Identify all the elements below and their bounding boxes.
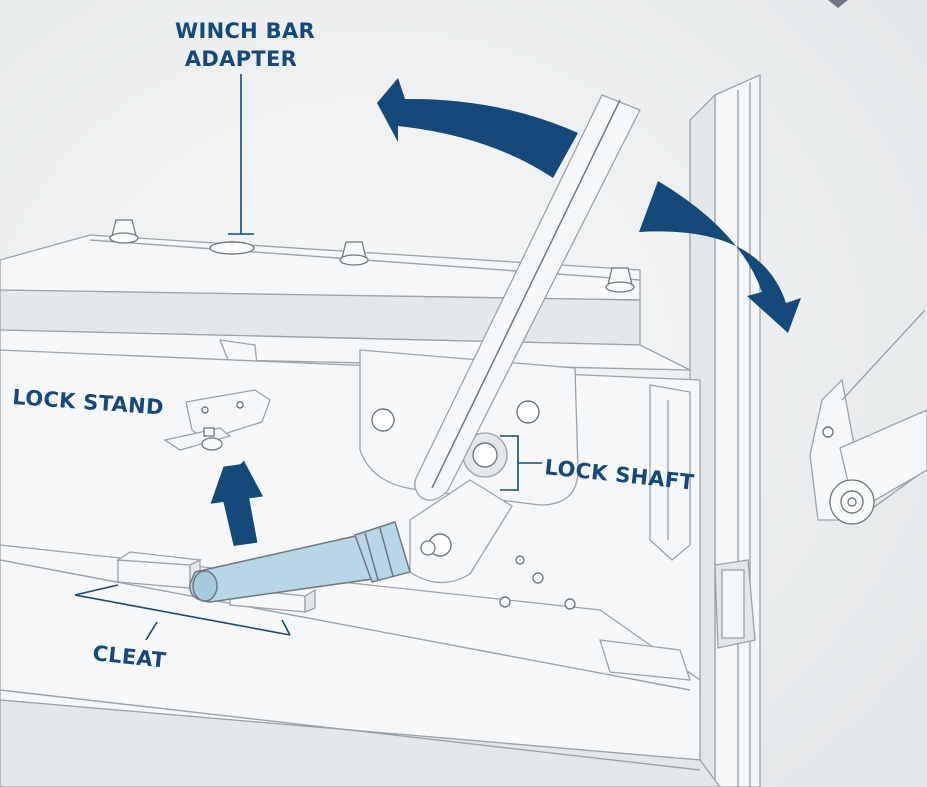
hinge-bracket (809, 309, 927, 525)
rail-bolts (109, 219, 635, 293)
curved-arrow-icon-left (377, 78, 578, 178)
lock-handle (189, 521, 411, 603)
side-frame (689, 73, 761, 787)
side-plates (649, 384, 691, 561)
lock-stand (163, 389, 271, 451)
top-rail (0, 219, 691, 376)
leader-lines (74, 74, 542, 641)
corner-marker (828, 0, 848, 8)
curved-arrow-icon-right (639, 181, 801, 333)
adapter-socket (209, 241, 255, 255)
rotation-arrows (377, 78, 801, 333)
straight-arrow-up-icon (210, 460, 264, 547)
winch-bar (414, 94, 641, 501)
winch-bar-adapter-label-line2: ADAPTER (185, 47, 297, 71)
winch-bar-adapter-label-line1: WINCH BAR (175, 19, 315, 43)
lock-lever (409, 479, 513, 584)
